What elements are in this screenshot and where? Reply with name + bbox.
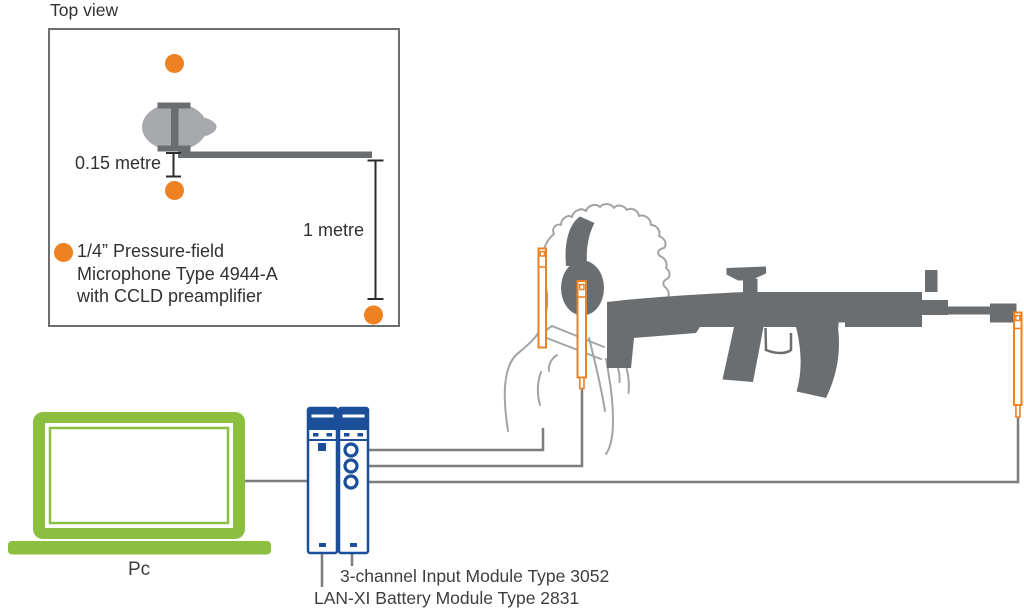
legend-line-2: Microphone Type 4944-A — [77, 263, 278, 284]
shoulder-crease-large — [536, 371, 542, 406]
laptop-base — [8, 541, 271, 555]
rifle-grip — [722, 327, 764, 382]
rifle-silhouette — [607, 266, 1017, 398]
cable-headset — [357, 428, 545, 452]
dimension-line-1m — [367, 159, 384, 300]
microphone-dot-front — [165, 54, 184, 73]
headphone-band — [565, 216, 595, 266]
chest-line — [588, 337, 606, 412]
input-connector-1 — [343, 442, 359, 458]
top-view-inset-graphics — [142, 54, 384, 325]
top-view-title: Top view — [50, 0, 119, 20]
input-module-3052 — [337, 406, 370, 555]
dimension-line-015m — [166, 152, 181, 178]
hair-outline — [542, 203, 671, 305]
rifle-body — [607, 292, 922, 368]
microphone-legend: 1/4” Pressure-field Microphone Type 4944… — [77, 240, 278, 308]
legend-microphone-dot — [54, 243, 73, 262]
cable-muzzle-microphone — [357, 417, 1020, 484]
front-torso-line — [605, 358, 614, 455]
input-connector-3 — [343, 474, 359, 490]
cables — [245, 389, 1020, 484]
input-connector-2 — [343, 458, 359, 474]
pc-label: Pc — [128, 559, 151, 580]
battery-module-led — [318, 443, 326, 451]
cable-ear-microphone — [357, 389, 584, 468]
rifle-barrel — [948, 306, 990, 315]
rifle-trigger-guard — [764, 327, 793, 355]
laptop — [8, 412, 271, 555]
dimension-label-1m: 1 metre — [303, 220, 365, 240]
top-view-box — [48, 28, 400, 327]
battery-module-2831 — [306, 406, 339, 555]
legend-line-1: 1/4” Pressure-field — [77, 241, 225, 261]
legend-line-3: with CCLD preamplifier — [77, 286, 263, 306]
microphone-behind-head — [537, 247, 547, 349]
shoulder-crease-small — [547, 354, 558, 372]
headband-cap-bottom — [157, 145, 191, 152]
headband-top-view — [171, 103, 179, 151]
input-module-label: 3-channel Input Module Type 3052 — [340, 566, 610, 586]
rifle-muzzle — [990, 303, 1017, 323]
rifle-front-sight — [925, 270, 938, 292]
rifle-bar-top-view — [178, 151, 372, 158]
microphone-dot-side — [165, 181, 184, 200]
headband-cap-top — [157, 102, 191, 109]
rifle-magazine — [796, 327, 839, 398]
battery-module-label: LAN-XI Battery Module Type 2831 — [314, 588, 580, 608]
rifle-barrel-block — [922, 300, 948, 315]
nose-top-view — [205, 117, 217, 137]
laptop-screen-inner-line — [48, 426, 230, 525]
dimension-label-015m: 0.15 metre — [75, 153, 162, 173]
rifle-sight-top — [726, 266, 766, 281]
lanxi-module — [306, 406, 370, 587]
rifle-sight-stem — [743, 278, 758, 292]
microphone-dot-muzzle — [364, 305, 383, 325]
microphone-at-ear — [576, 280, 587, 390]
microphone-at-muzzle — [1013, 311, 1023, 418]
